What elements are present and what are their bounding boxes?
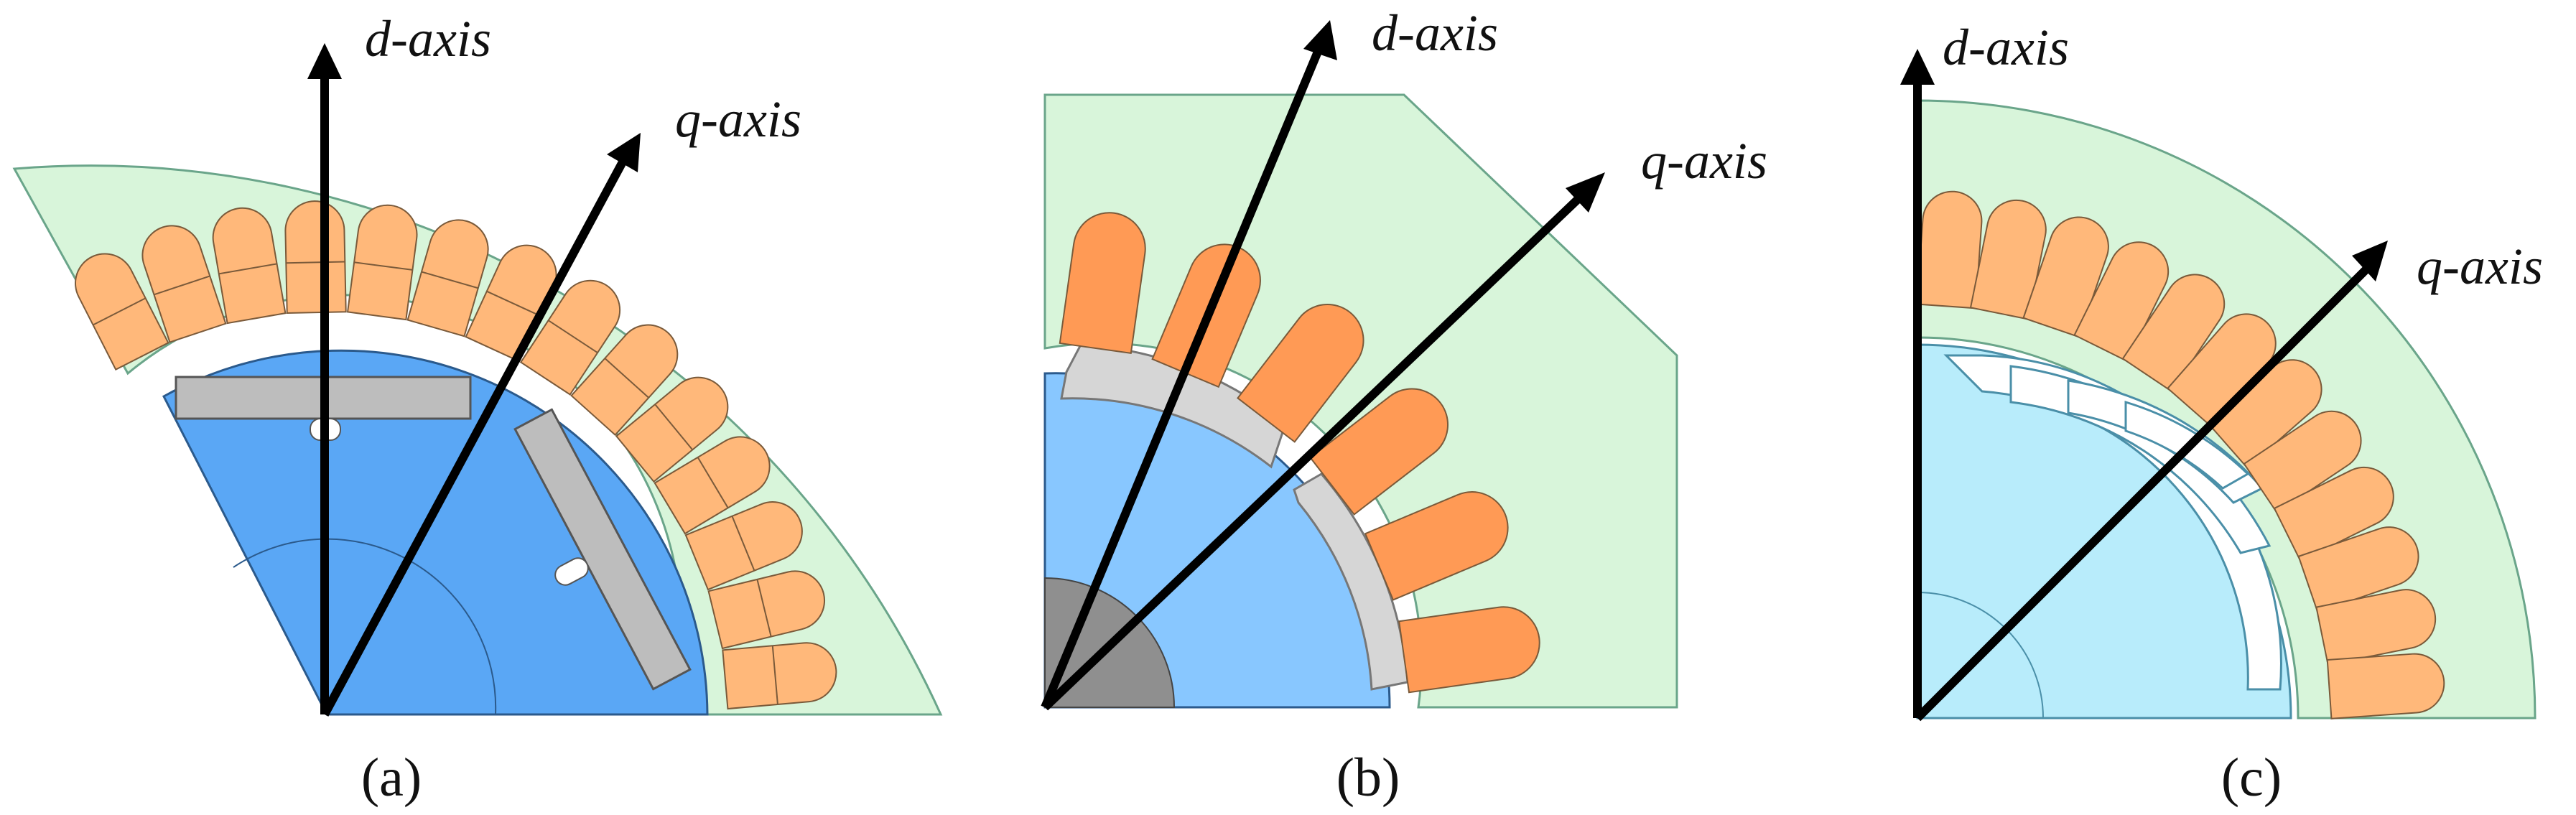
d-axis-label: d-axis <box>1372 4 1498 62</box>
winding-slot <box>1237 303 1364 443</box>
winding-slot <box>2243 410 2362 514</box>
q-axis-arrowhead <box>1566 172 1605 213</box>
winding-slot <box>2022 216 2109 338</box>
winding-slot <box>684 501 803 591</box>
winding-slot <box>615 376 729 483</box>
winding-slot <box>654 436 771 535</box>
d-axis-label: d-axis <box>365 10 491 67</box>
rotor-core <box>162 349 709 716</box>
permanent-magnet <box>513 408 692 691</box>
winding-slot <box>141 225 227 343</box>
winding-slot <box>406 219 489 337</box>
winding-slot <box>519 279 621 396</box>
d-axis-arrowhead <box>1900 49 1935 85</box>
stator-windings <box>1916 190 2445 719</box>
panel-caption: (a) <box>361 748 422 808</box>
winding-slot <box>707 570 826 650</box>
q-axis-label: q-axis <box>2417 238 2543 295</box>
winding-slot <box>1398 606 1540 694</box>
d-axis-arrowhead <box>1303 20 1337 60</box>
winding-slot <box>2326 653 2445 719</box>
winding-slot <box>75 253 169 371</box>
q-axis-arrow <box>1041 190 1587 711</box>
panel-a: d-axis q-axis (a) <box>12 10 943 808</box>
q-axis-arrowhead <box>607 133 641 172</box>
q-axis-arrow <box>1914 262 2373 722</box>
d-axis-label: d-axis <box>1943 19 2069 76</box>
winding-slot <box>212 207 287 325</box>
winding-slot <box>2273 466 2394 562</box>
q-axis-label: q-axis <box>1641 132 1767 190</box>
winding-slot <box>1309 388 1449 516</box>
q-axis-arrow <box>320 156 629 717</box>
q-axis-label: q-axis <box>675 90 801 148</box>
winding-slot <box>284 200 347 314</box>
winding-slot <box>1059 212 1146 355</box>
stator-windings <box>1059 212 1540 694</box>
q-axis-arrowhead <box>2352 241 2388 281</box>
panel-caption: (c) <box>2221 748 2282 808</box>
flux-barrier <box>554 557 589 586</box>
winding-slot <box>346 204 418 321</box>
stator-windings <box>75 200 837 710</box>
d-axis-arrowhead <box>307 43 342 79</box>
panel-c: d-axis q-axis (c) <box>1900 19 2543 808</box>
winding-slot <box>1969 199 2047 320</box>
winding-slot <box>2121 274 2226 393</box>
winding-slot <box>2167 313 2277 429</box>
winding-slot <box>2315 589 2437 666</box>
winding-slot <box>570 324 679 437</box>
panel-b: d-axis q-axis (b) <box>1041 4 1767 808</box>
winding-slot <box>1364 491 1509 601</box>
winding-slot <box>722 642 837 710</box>
d-axis-arrow <box>1041 41 1326 709</box>
winding-slot <box>2073 241 2170 363</box>
winding-slot <box>2207 359 2322 469</box>
winding-slot <box>1916 190 1983 309</box>
winding-slot <box>2297 526 2419 613</box>
panel-caption: (b) <box>1336 748 1400 808</box>
